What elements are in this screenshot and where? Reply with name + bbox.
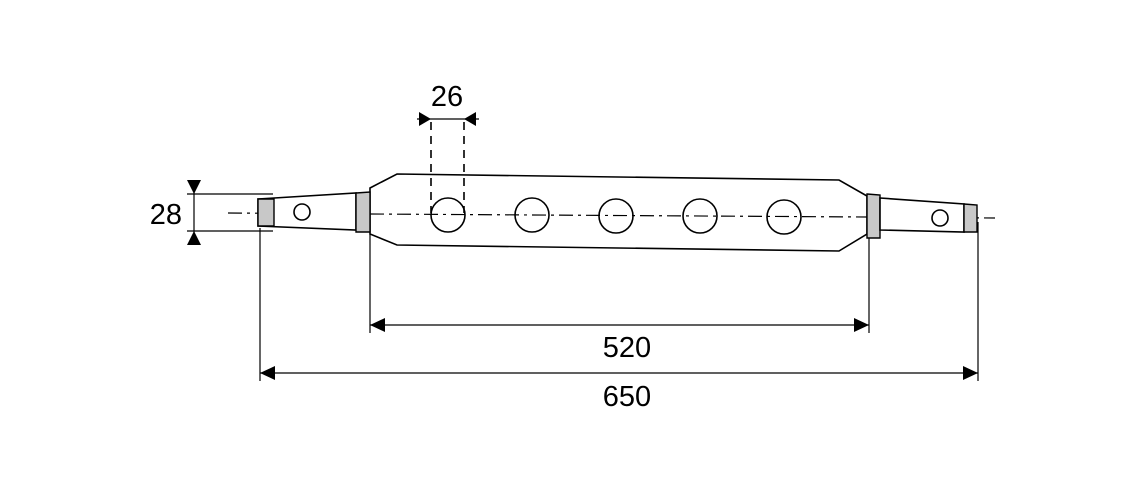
hole-width-dimension: 26 bbox=[417, 81, 479, 213]
overall-length-label: 650 bbox=[603, 381, 651, 413]
body-length-dimension: 520 bbox=[369, 234, 870, 364]
left-end-cap bbox=[257, 198, 275, 227]
body-length-label: 520 bbox=[603, 332, 651, 364]
right-collar bbox=[866, 193, 881, 239]
overall-length-dimension: 650 bbox=[259, 222, 979, 413]
center-line-overlay bbox=[369, 213, 868, 218]
right-pin bbox=[879, 197, 978, 233]
right-end-cap bbox=[963, 203, 978, 233]
pin-diameter-label: 28 bbox=[150, 199, 182, 231]
hole-width-label: 26 bbox=[431, 81, 463, 113]
pin-diameter-dimension: 28 bbox=[150, 180, 273, 245]
left-pin-hole bbox=[293, 203, 311, 221]
right-pin-hole bbox=[931, 209, 949, 227]
left-collar bbox=[355, 191, 371, 233]
adjustment-hole-1 bbox=[430, 197, 466, 233]
left-pin bbox=[257, 192, 357, 231]
